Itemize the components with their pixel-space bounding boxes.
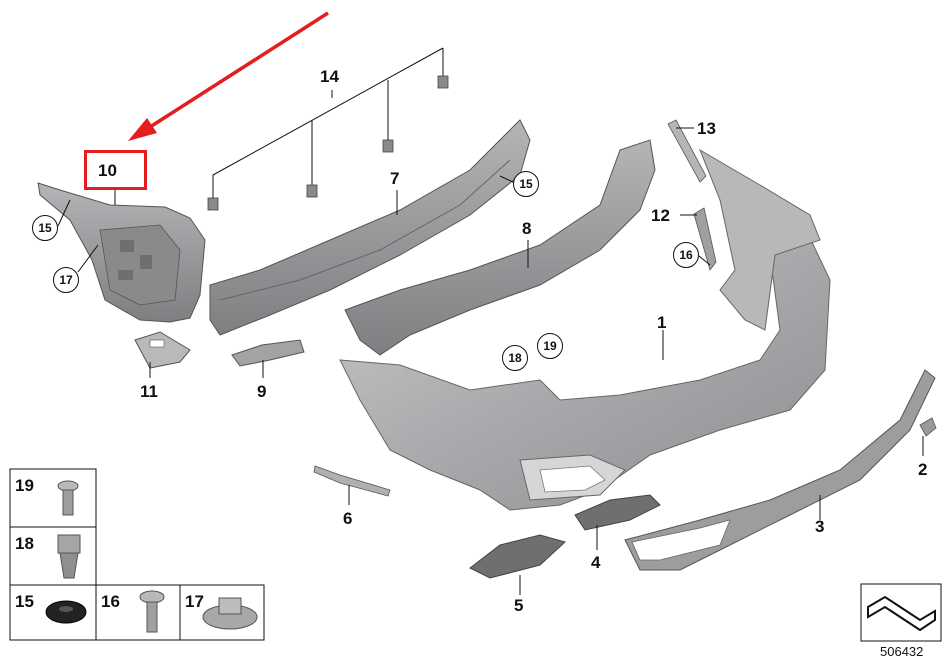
callout-10: 10: [98, 161, 117, 180]
callout-12: 12: [651, 206, 670, 225]
leader-lines: [57, 127, 924, 595]
part-14-clips: [212, 47, 444, 198]
part-6-strip: [313, 465, 391, 497]
part-4-insert: [574, 494, 661, 531]
part-1-bumper: [339, 148, 831, 511]
part-3-diffuser: [624, 369, 936, 571]
highlight-box: [84, 150, 147, 190]
callout-13: 13: [697, 119, 716, 138]
part-12-reflector: [693, 207, 717, 271]
callout-7: 7: [390, 169, 400, 188]
callout-2: 2: [918, 460, 928, 479]
inventory-icon-box: [860, 583, 942, 642]
circled-callout-19: 19: [537, 333, 563, 359]
callout-11: 11: [140, 382, 158, 401]
legend-label-16: 16: [101, 592, 120, 611]
part-11-guide: [134, 331, 191, 369]
hardware-legend: [9, 468, 265, 641]
callout-14: 14: [320, 67, 339, 86]
highlight-arrow: [128, 11, 329, 141]
part-13-reflector: [667, 119, 707, 183]
legend-label-19: 19: [15, 476, 34, 495]
callout-9: 9: [257, 382, 267, 401]
legend-label-15: 15: [15, 592, 34, 611]
circled-callout-17: 17: [53, 267, 79, 293]
circled-callout-15-left: 15: [32, 215, 58, 241]
part-2-clip: [919, 417, 937, 437]
part-5-insert: [469, 534, 566, 579]
part-10-bracket: [37, 182, 206, 323]
callout-3: 3: [815, 517, 825, 536]
legend-label-17: 17: [185, 592, 204, 611]
circled-callout-15-right: 15: [513, 171, 539, 197]
circled-callout-16: 16: [673, 242, 699, 268]
callout-8: 8: [522, 219, 532, 238]
diagram-number: 506432: [880, 644, 924, 659]
callout-1: 1: [657, 313, 667, 332]
circled-callout-18: 18: [502, 345, 528, 371]
callout-5: 5: [514, 596, 524, 615]
part-8-carrier: [344, 139, 656, 356]
callout-6: 6: [343, 509, 353, 528]
legend-label-18: 18: [15, 534, 34, 553]
clip-icons: [207, 75, 449, 211]
hardware-icons: [45, 480, 258, 633]
callout-4: 4: [591, 553, 601, 572]
part-9-bracket: [231, 339, 305, 367]
